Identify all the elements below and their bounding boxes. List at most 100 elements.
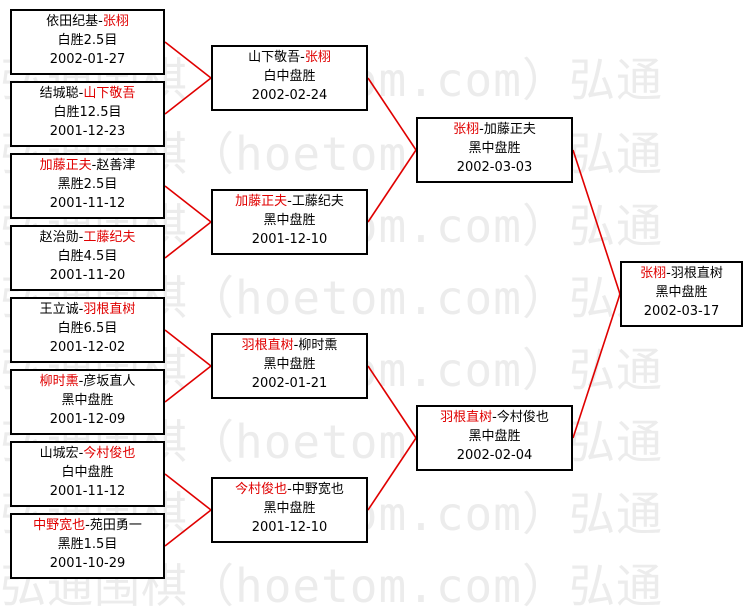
players: 羽根直树-今村俊也 (440, 410, 549, 425)
players: 山下敬吾-张栩 (248, 50, 331, 65)
player-1: 柳时熏 (39, 374, 79, 389)
connector-line (164, 509, 212, 547)
result: 白胜4.5目 (57, 249, 118, 264)
date: 2001-12-23 (49, 124, 126, 139)
player-2: 苑田勇一 (89, 518, 142, 533)
player-1: 羽根直树 (440, 410, 493, 425)
result: 黑胜2.5目 (57, 177, 118, 192)
player-2: 羽根直树 (83, 302, 136, 317)
player-2: 今村俊也 (83, 446, 136, 461)
connector-line (164, 77, 212, 115)
date: 2001-12-10 (251, 520, 328, 535)
player-2: 工藤纪夫 (291, 194, 344, 209)
players: 张栩-羽根直树 (640, 266, 723, 281)
result: 黑胜1.5目 (57, 537, 118, 552)
player-1: 今村俊也 (235, 482, 288, 497)
date: 2002-02-24 (251, 88, 328, 103)
players: 加藤正夫-工藤纪夫 (235, 194, 344, 209)
date: 2001-11-12 (49, 196, 126, 211)
players: 羽根直树-柳时熏 (241, 338, 338, 353)
player-2: 加藤正夫 (483, 122, 536, 137)
match-box[interactable]: 中野宽也-苑田勇一 黑胜1.5目 2001-10-29 (10, 513, 165, 579)
match-box[interactable]: 今村俊也-中野宽也 黑中盘胜 2001-12-10 (211, 477, 368, 543)
match-box[interactable]: 加藤正夫-赵善津 黑胜2.5目 2001-11-12 (10, 153, 165, 219)
players: 今村俊也-中野宽也 (235, 482, 344, 497)
result: 黑中盘胜 (61, 393, 114, 408)
player-2: 张栩 (102, 14, 129, 29)
match-box[interactable]: 山城宏-今村俊也 白中盘胜 2001-11-12 (10, 441, 165, 507)
result: 黑中盘胜 (468, 429, 521, 444)
player-2: 彦坂直人 (83, 374, 136, 389)
players: 赵治勋-工藤纪夫 (39, 230, 136, 245)
player-1: 张栩 (640, 266, 667, 281)
player-1: 羽根直树 (241, 338, 294, 353)
match-box[interactable]: 加藤正夫-工藤纪夫 黑中盘胜 2001-12-10 (211, 189, 368, 255)
players: 结城聪-山下敬吾 (39, 86, 136, 101)
connector-line (164, 473, 212, 511)
date: 2001-12-02 (49, 340, 126, 355)
player-1: 张栩 (453, 122, 480, 137)
result: 白胜2.5目 (57, 33, 118, 48)
date: 2002-03-03 (456, 160, 533, 175)
players: 柳时熏-彦坂直人 (39, 374, 136, 389)
player-1: 山下敬吾 (248, 50, 301, 65)
match-box[interactable]: 依田纪基-张栩 白胜2.5目 2002-01-27 (10, 9, 165, 75)
match-box[interactable]: 羽根直树-今村俊也 黑中盘胜 2002-02-04 (416, 405, 573, 471)
connector-line (164, 365, 212, 403)
connector-line (164, 41, 212, 79)
connector-line (164, 329, 212, 367)
match-box[interactable]: 张栩-加藤正夫 黑中盘胜 2002-03-03 (416, 117, 573, 183)
match-box[interactable]: 山下敬吾-张栩 白中盘胜 2002-02-24 (211, 45, 368, 111)
player-2: 工藤纪夫 (83, 230, 136, 245)
connector-line (572, 293, 621, 439)
date: 2002-03-17 (643, 304, 720, 319)
player-1: 山城宏 (39, 446, 79, 461)
match-box[interactable]: 柳时熏-彦坂直人 黑中盘胜 2001-12-09 (10, 369, 165, 435)
match-box[interactable]: 张栩-羽根直树 黑中盘胜 2002-03-17 (620, 261, 743, 327)
player-1: 结城聪 (39, 86, 79, 101)
players: 加藤正夫-赵善津 (39, 158, 136, 173)
player-1: 中野宽也 (33, 518, 86, 533)
player-1: 依田纪基 (46, 14, 99, 29)
connector-line (367, 77, 417, 151)
result: 白胜6.5目 (57, 321, 118, 336)
player-1: 王立诚 (39, 302, 79, 317)
date: 2001-11-20 (49, 268, 126, 283)
player-1: 加藤正夫 (235, 194, 288, 209)
match-box[interactable]: 王立诚-羽根直树 白胜6.5目 2001-12-02 (10, 297, 165, 363)
date: 2001-12-09 (49, 412, 126, 427)
bracket-connectors (164, 41, 621, 547)
connector-line (367, 365, 417, 439)
player-1: 加藤正夫 (39, 158, 92, 173)
player-2: 中野宽也 (291, 482, 344, 497)
players: 山城宏-今村俊也 (39, 446, 136, 461)
connector-line (367, 149, 417, 223)
result: 白胜12.5目 (53, 105, 122, 120)
result: 黑中盘胜 (263, 357, 316, 372)
match-box[interactable]: 结城聪-山下敬吾 白胜12.5目 2001-12-23 (10, 81, 165, 147)
date: 2002-01-27 (49, 52, 126, 67)
connector-line (164, 221, 212, 259)
connector-line (367, 437, 417, 511)
player-1: 赵治勋 (39, 230, 79, 245)
players: 王立诚-羽根直树 (39, 302, 136, 317)
date: 2002-02-04 (456, 448, 533, 463)
match-box[interactable]: 羽根直树-柳时熏 黑中盘胜 2002-01-21 (211, 333, 368, 399)
result: 黑中盘胜 (468, 141, 521, 156)
date: 2002-01-21 (251, 376, 328, 391)
result: 白中盘胜 (61, 465, 114, 480)
players: 依田纪基-张栩 (46, 14, 129, 29)
player-2: 山下敬吾 (83, 86, 136, 101)
player-2: 张栩 (304, 50, 331, 65)
player-2: 今村俊也 (496, 410, 549, 425)
result: 白中盘胜 (263, 69, 316, 84)
result: 黑中盘胜 (263, 501, 316, 516)
match-box[interactable]: 赵治勋-工藤纪夫 白胜4.5目 2001-11-20 (10, 225, 165, 291)
players: 张栩-加藤正夫 (453, 122, 536, 137)
date: 2001-10-29 (49, 556, 126, 571)
result: 黑中盘胜 (263, 213, 316, 228)
player-2: 柳时熏 (298, 338, 338, 353)
result: 黑中盘胜 (655, 285, 708, 300)
connector-line (164, 185, 212, 223)
player-2: 赵善津 (96, 158, 136, 173)
